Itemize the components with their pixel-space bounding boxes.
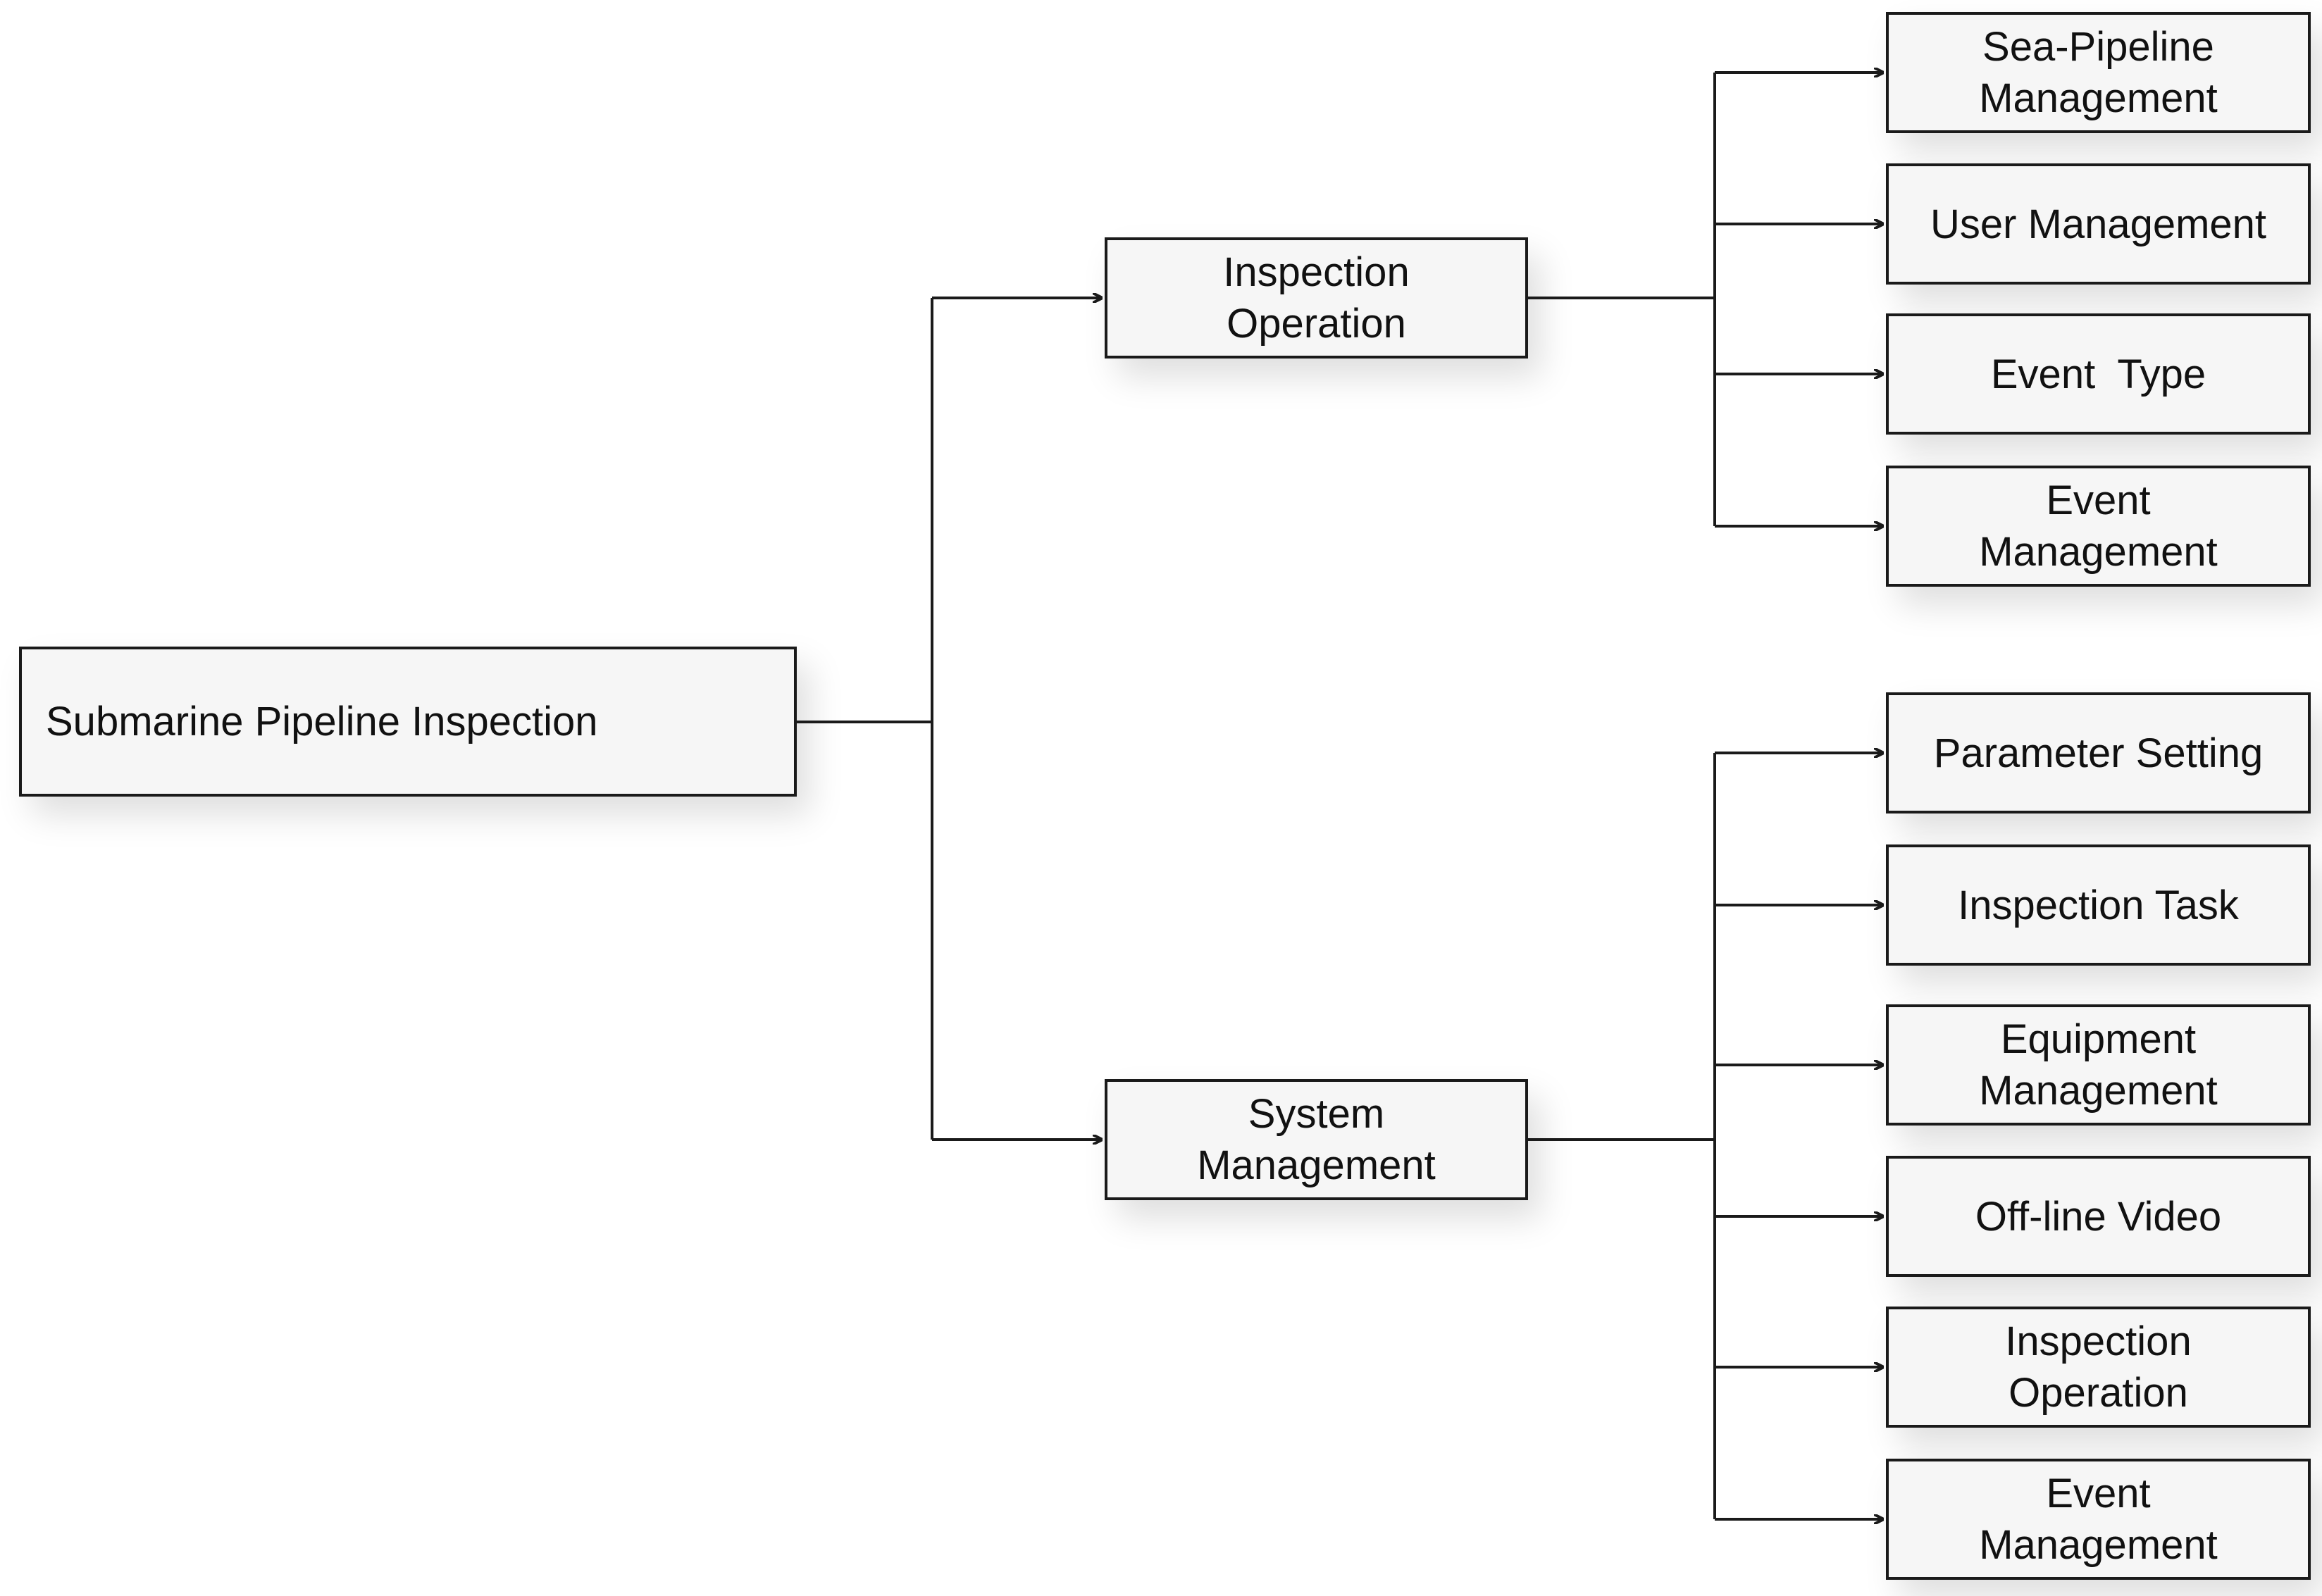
branch-node-inspection-operation: Inspection Operation <box>1105 237 1528 359</box>
leaf-node-label: Parameter Setting <box>1933 730 2264 776</box>
branch-node-label: System Management <box>1197 1091 1436 1188</box>
leaf-node-label: Inspection Operation <box>2005 1318 2192 1416</box>
leaf-node-event-management-2: Event Management <box>1886 1459 2311 1580</box>
leaf-node-label: Sea-Pipeline Management <box>1979 24 2218 121</box>
leaf-node-label: Event Management <box>1979 1471 2218 1568</box>
leaf-node-label: Off-line Video <box>1975 1193 2222 1240</box>
leaf-node-inspection-operation: Inspection Operation <box>1886 1307 2311 1428</box>
leaf-node-label: User Management <box>1930 201 2267 247</box>
branch-node-label: Inspection Operation <box>1223 249 1410 347</box>
leaf-node-parameter-setting: Parameter Setting <box>1886 692 2311 813</box>
leaf-node-event-type: Event Type <box>1886 313 2311 435</box>
root-node-submarine-pipeline-inspection: Submarine Pipeline Inspection <box>19 647 797 797</box>
leaf-node-event-management: Event Management <box>1886 466 2311 587</box>
root-node-label: Submarine Pipeline Inspection <box>46 699 598 744</box>
leaf-node-sea-pipeline-management: Sea-Pipeline Management <box>1886 12 2311 133</box>
leaf-node-label: Event Type <box>1990 351 2206 397</box>
leaf-node-inspection-task: Inspection Task <box>1886 844 2311 966</box>
leaf-node-label: Event Management <box>1979 478 2218 575</box>
leaf-node-label: Inspection Task <box>1958 882 2239 928</box>
leaf-node-off-line-video: Off-line Video <box>1886 1156 2311 1277</box>
leaf-node-user-management: User Management <box>1886 163 2311 285</box>
leaf-node-equipment-management: Equipment Management <box>1886 1004 2311 1126</box>
leaf-node-label: Equipment Management <box>1979 1016 2218 1114</box>
branch-node-system-management: System Management <box>1105 1079 1528 1200</box>
